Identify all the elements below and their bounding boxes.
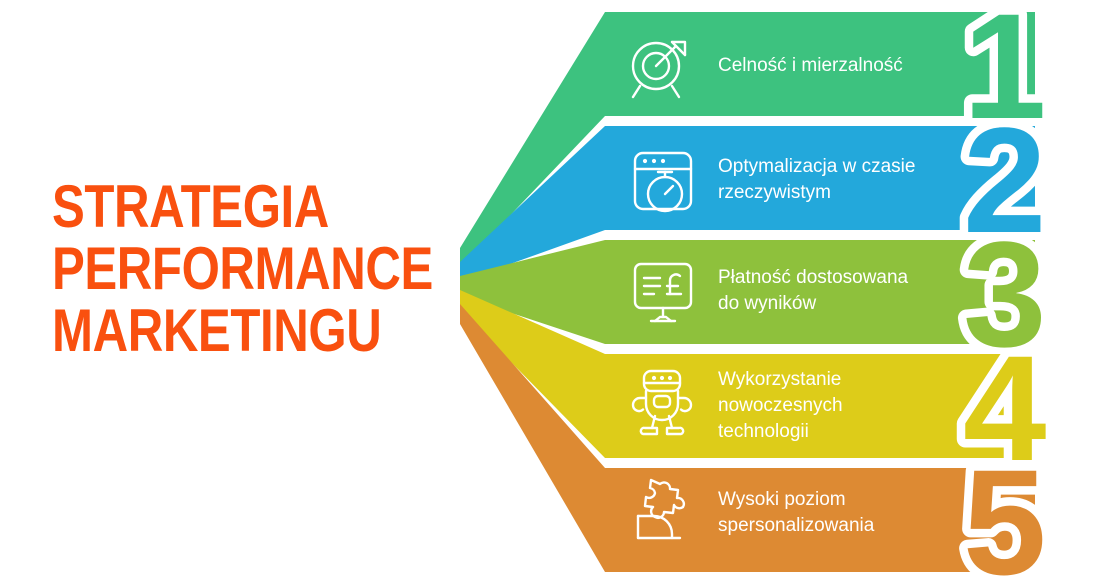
band-5-shape: [460, 304, 1035, 572]
step-4-label-line-1: Wykorzystanie: [718, 369, 841, 390]
band-1-shape: [460, 12, 1035, 268]
band-3-shape: [460, 240, 1035, 344]
step-1-label-line-1: Celność i mierzalność: [718, 55, 903, 76]
monitor-currency-icon: [633, 262, 693, 323]
step-5-label-line-1: Wysoki poziom: [718, 489, 846, 510]
step-3-label-line-1: Płatność dostosowana: [718, 267, 909, 288]
step-2-label-line-2: rzeczywistym: [718, 182, 831, 203]
step-3-label-line-2: do wyników: [718, 293, 816, 314]
browser-stopwatch-icon: [633, 151, 693, 213]
title-line-2: PERFORMANCE: [52, 235, 433, 302]
step-4-icon-group: [631, 369, 693, 436]
target-arrow-icon: [631, 40, 687, 99]
title-line-3: MARKETINGU: [52, 297, 382, 364]
step-5-label-line-2: spersonalizowania: [718, 515, 875, 536]
step-4-label-line-3: technologii: [718, 421, 809, 442]
step-4-label-line-2: nowoczesnych: [718, 395, 843, 416]
step-5-icon-group: [636, 478, 686, 540]
robot-icon: [631, 369, 693, 436]
band-2-shape: [460, 126, 1035, 282]
step-3-icon-group: [633, 262, 693, 323]
page-title: STRATEGIA PERFORMANCE MARKETINGU: [52, 176, 452, 362]
step-2-label-line-1: Optymalizacja w czasie: [718, 156, 915, 177]
step-1-icon-group: [631, 40, 687, 99]
band-4-shape: [460, 290, 1035, 458]
step-band-5[interactable]: Wysoki poziom spersonalizowania 5: [460, 304, 1055, 583]
title-line-1: STRATEGIA: [52, 173, 329, 240]
step-band-3[interactable]: Płatność dostosowana do wyników 3: [460, 202, 1055, 387]
step-2-icon-group: [633, 151, 693, 213]
step-5-numeral: 5: [963, 438, 1046, 583]
puzzle-hand-icon: [636, 478, 686, 540]
